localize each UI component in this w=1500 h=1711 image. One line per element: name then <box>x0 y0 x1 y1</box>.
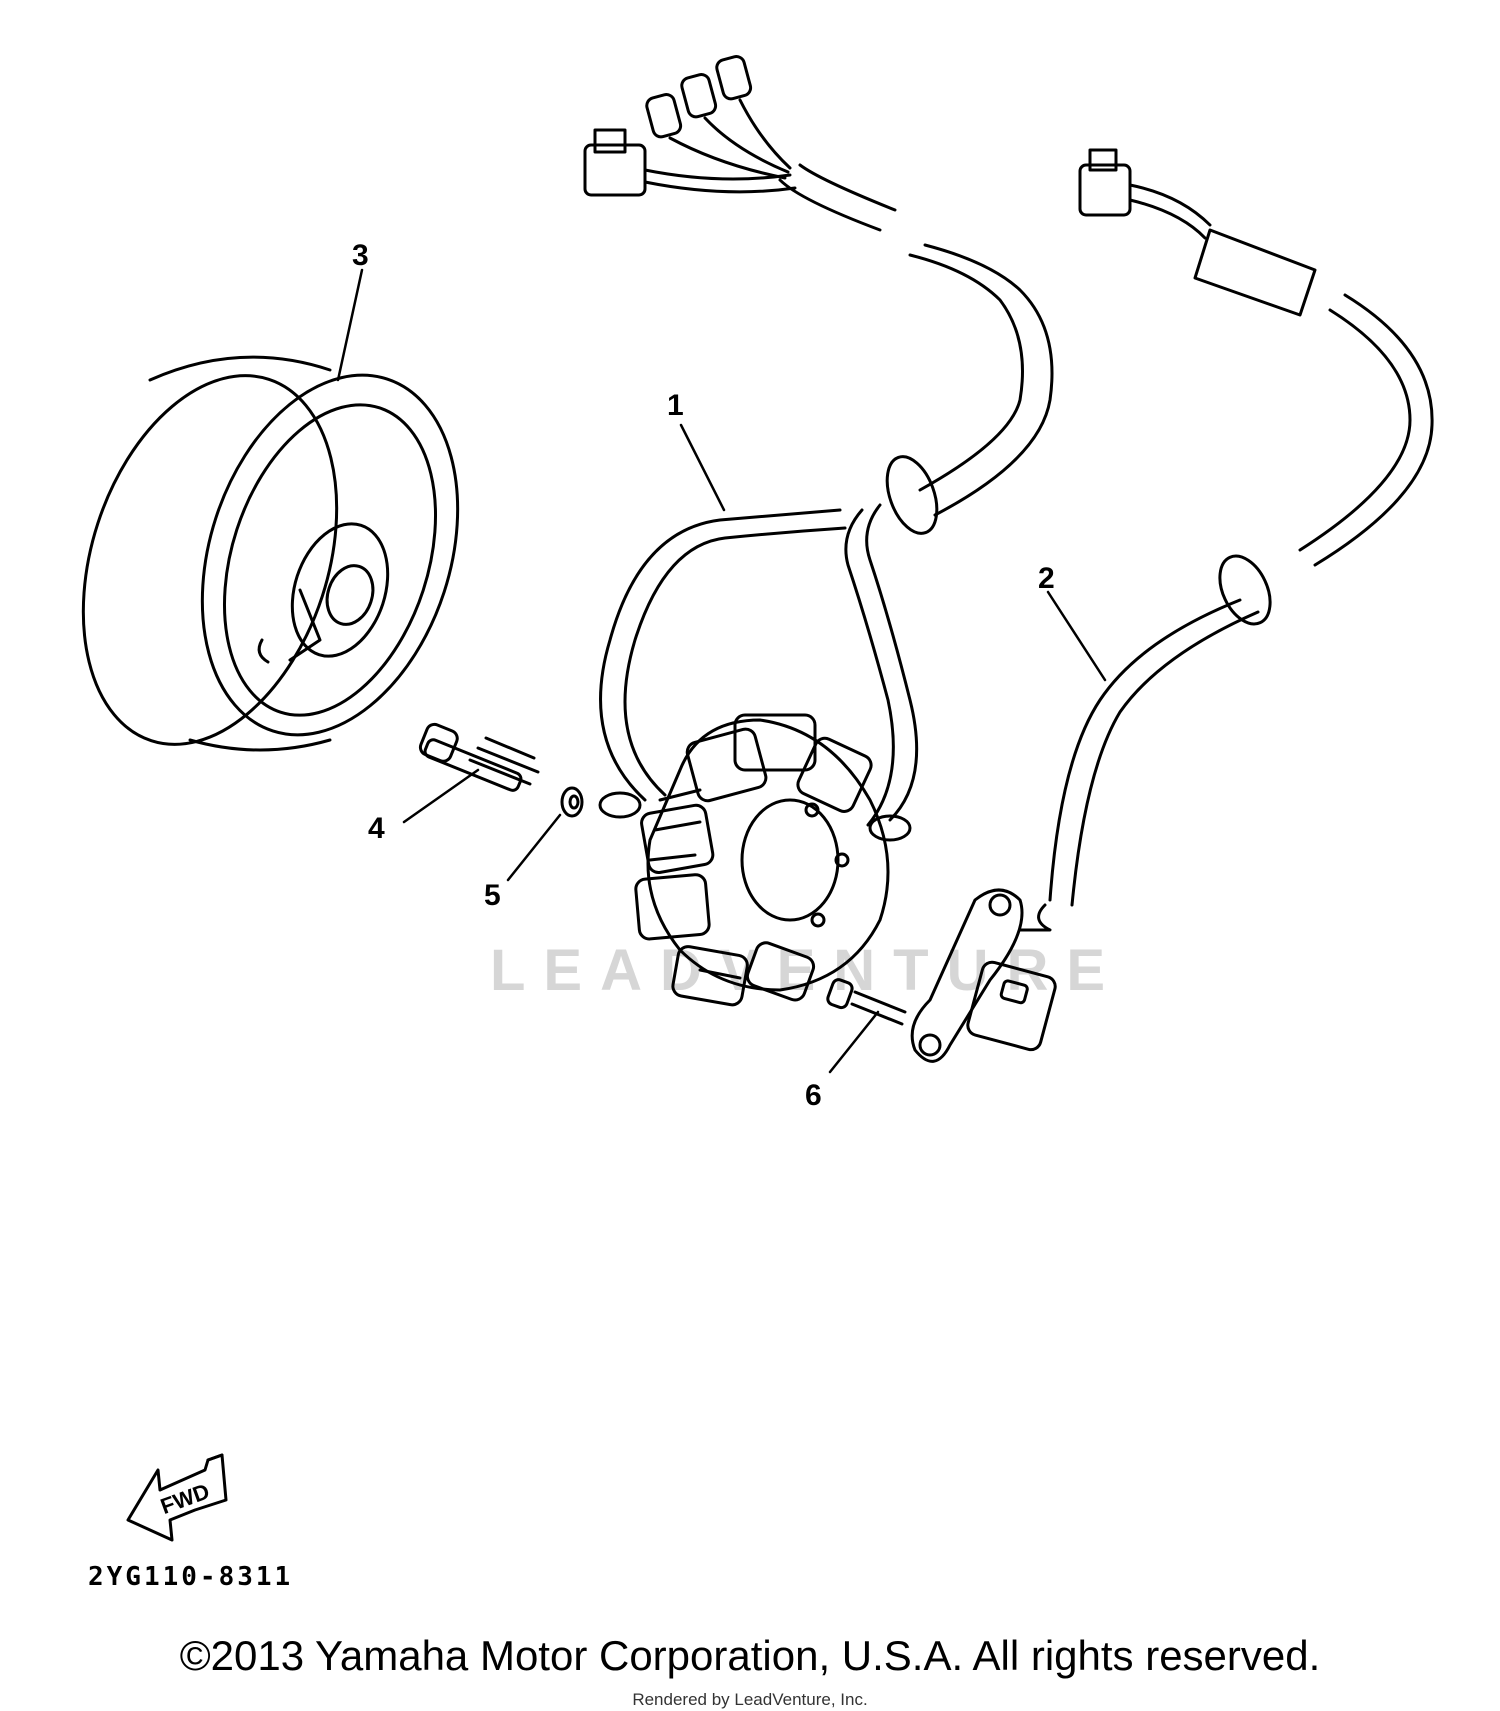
diagram-code: 2YG110-8311 <box>88 1562 294 1592</box>
label-part-3: 3 <box>352 239 369 272</box>
flywheel-rotor <box>81 355 460 752</box>
leader-lines <box>336 268 1107 1074</box>
bolt-part-4 <box>418 722 540 792</box>
label-part-4: 4 <box>368 812 385 845</box>
stator-assembly <box>583 55 1054 1007</box>
fwd-arrow-icon <box>126 1453 228 1542</box>
label-part-1: 1 <box>667 389 684 422</box>
label-part-2: 2 <box>1038 562 1055 595</box>
copyright-notice: ©2013 Yamaha Motor Corporation, U.S.A. A… <box>179 1632 1321 1679</box>
label-part-6: 6 <box>805 1079 822 1112</box>
pickup-coil <box>910 148 1434 1063</box>
label-part-5: 5 <box>484 879 501 912</box>
washer-part-5 <box>560 786 584 818</box>
rendered-by-notice: Rendered by LeadVenture, Inc. <box>632 1690 868 1709</box>
